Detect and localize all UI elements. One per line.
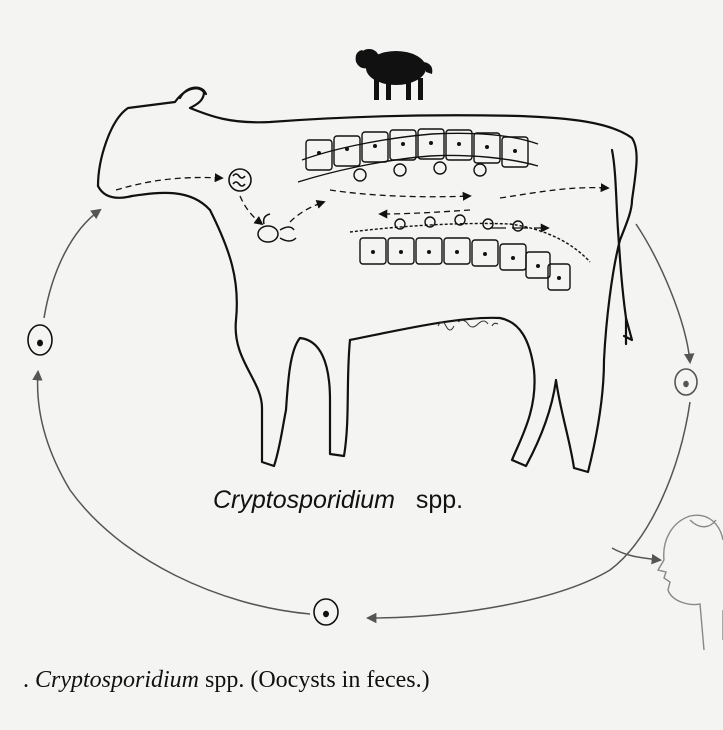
- life-cycle-loop: [38, 210, 690, 618]
- oocyst-icon: [314, 599, 338, 625]
- caption-genus: Cryptosporidium: [35, 667, 199, 693]
- intestinal-epithelium-lower: [350, 215, 590, 290]
- intestinal-epithelium-upper: [298, 129, 538, 182]
- oocyst-icon: [675, 369, 697, 395]
- cow-outline: [98, 88, 637, 472]
- diagram-title-genus: Cryptosporidium: [213, 486, 395, 514]
- diagram-title: Cryptosporidium spp.: [213, 486, 463, 515]
- internal-flow-arrows: [116, 178, 608, 229]
- sporozoites-icon: [258, 214, 296, 242]
- figure-caption: . Cryptosporidium spp. (Oocysts in feces…: [23, 667, 430, 694]
- diagram-title-suffix: spp.: [416, 486, 463, 514]
- sheep-silhouette-icon: [356, 49, 433, 100]
- oocyst-icon: [28, 325, 52, 355]
- ingested-oocyst-icon: [229, 169, 251, 191]
- caption-prefix: .: [23, 667, 29, 693]
- human-head-icon: [658, 515, 723, 650]
- caption-text: spp. (Oocysts in feces.): [205, 667, 430, 693]
